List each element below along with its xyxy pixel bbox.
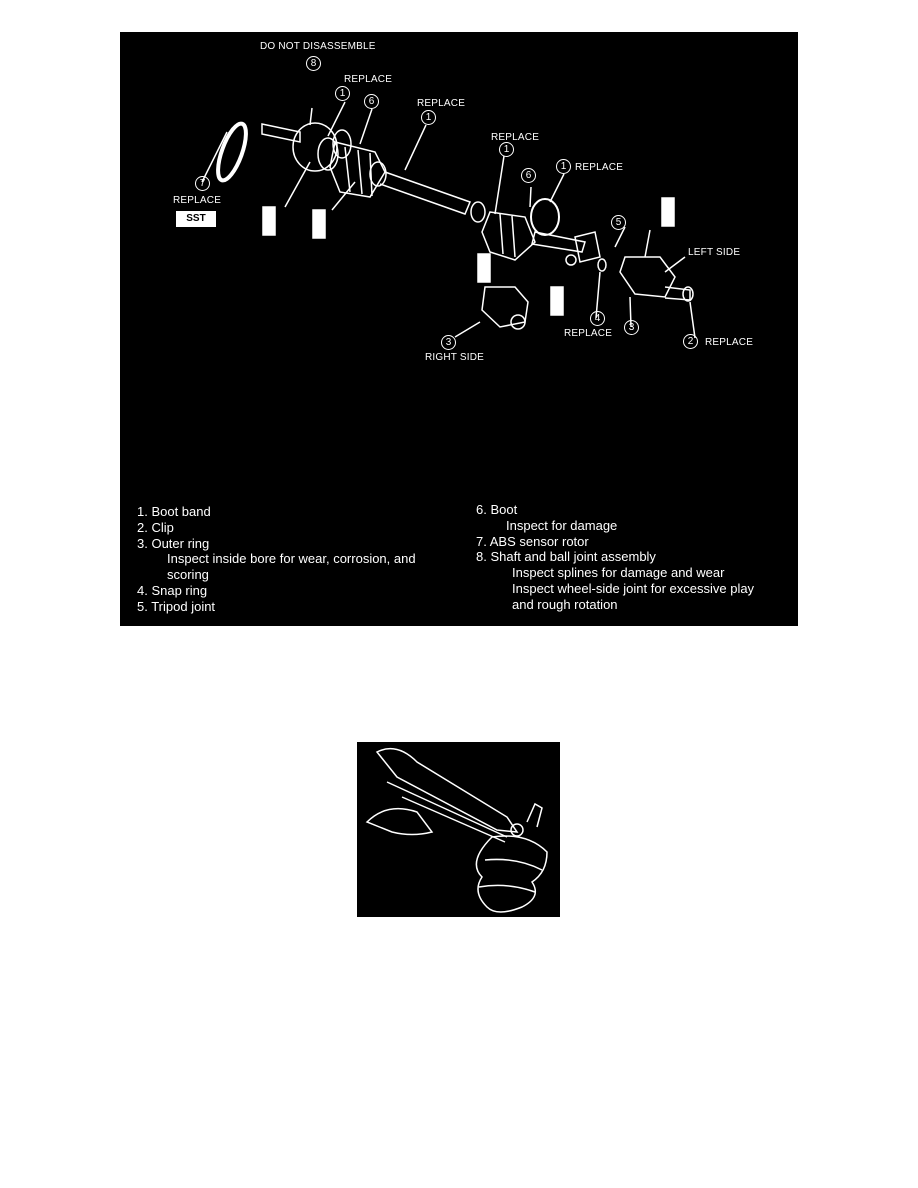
driveshaft-line-art bbox=[201, 101, 696, 339]
callout-6: 6 bbox=[364, 94, 379, 109]
legend-item: 3. Outer ring bbox=[137, 535, 210, 551]
legend-note: and rough rotation bbox=[512, 596, 618, 612]
callout-4: 4 bbox=[590, 311, 605, 326]
legend-note: Inspect inside bore for wear, corrosion,… bbox=[167, 551, 416, 567]
callout-3: 3 bbox=[624, 320, 639, 335]
legend-left: 1. Boot band 2. Clip 3. Outer ring Inspe… bbox=[137, 504, 416, 615]
callout-5: 5 bbox=[611, 215, 626, 230]
exploded-driveshaft-diagram: DO NOT DISASSEMBLE 8 REPLACE 1 6 REPLACE… bbox=[120, 32, 798, 626]
callout-3: 3 bbox=[441, 335, 456, 350]
legend-note: Inspect splines for damage and wear bbox=[512, 565, 725, 581]
legend-note: Inspect wheel-side joint for excessive p… bbox=[512, 580, 755, 596]
boot-band-pliers-illustration bbox=[357, 742, 560, 917]
callout-2: 2 bbox=[683, 334, 698, 349]
callout-1: 1 bbox=[421, 110, 436, 125]
legend-item: 1. Boot band bbox=[137, 504, 211, 519]
legend-item: 5. Tripod joint bbox=[137, 598, 216, 614]
legend-note: Inspect for damage bbox=[506, 517, 618, 533]
callout-1: 1 bbox=[556, 159, 571, 174]
sst-badge: SST bbox=[176, 211, 216, 227]
right-side-label: RIGHT SIDE bbox=[425, 352, 485, 363]
replace-label: REPLACE bbox=[417, 98, 466, 109]
pliers-and-boot-line-art bbox=[365, 747, 548, 913]
legend-right: 6. Boot Inspect for damage 7. ABS sensor… bbox=[476, 502, 754, 613]
legend-note: scoring bbox=[167, 567, 209, 583]
replace-label: REPLACE bbox=[344, 74, 393, 85]
legend-item: 7. ABS sensor rotor bbox=[476, 533, 589, 549]
legend-item: 4. Snap ring bbox=[137, 582, 208, 598]
callout-1: 1 bbox=[499, 142, 514, 157]
legend-item: 6. Boot bbox=[476, 502, 518, 517]
legend-item: 2. Clip bbox=[137, 519, 174, 535]
left-side-label: LEFT SIDE bbox=[688, 247, 741, 258]
callout-1: 1 bbox=[335, 86, 350, 101]
replace-label: REPLACE bbox=[575, 162, 624, 173]
do-not-disassemble-label: DO NOT DISASSEMBLE bbox=[260, 41, 376, 52]
callout-8: 8 bbox=[306, 56, 321, 71]
legend-item: 8. Shaft and ball joint assembly bbox=[476, 549, 656, 565]
replace-label: REPLACE bbox=[705, 337, 754, 348]
replace-label: REPLACE bbox=[173, 195, 222, 206]
replace-label: REPLACE bbox=[491, 132, 540, 143]
replace-label: REPLACE bbox=[564, 328, 613, 339]
callout-7: 7 bbox=[195, 176, 210, 191]
callout-6: 6 bbox=[521, 168, 536, 183]
